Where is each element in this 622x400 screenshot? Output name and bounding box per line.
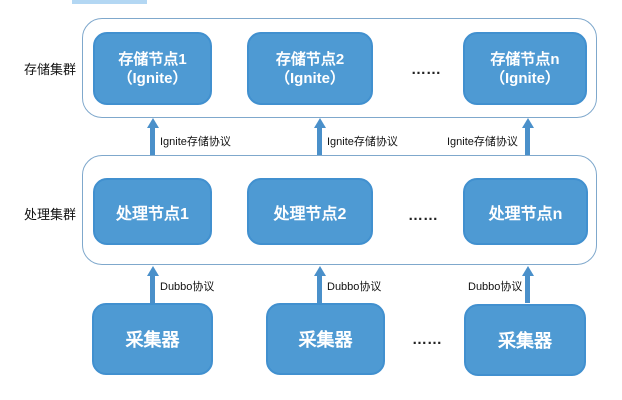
storage-cluster-label: 存储集群	[23, 62, 76, 77]
storage-row-ellipsis: ……	[411, 61, 441, 78]
storage-node-n-line2: （Ignite）	[490, 69, 560, 87]
arrow-shaft	[525, 276, 530, 303]
arrow-shaft	[317, 276, 322, 303]
storage-node-1: 存储节点1 （Ignite）	[93, 32, 212, 105]
storage-node-2-line2: （Ignite）	[275, 69, 345, 87]
arrow-up-ignite-2	[313, 118, 326, 155]
arrow-up-ignite-1	[146, 118, 159, 155]
storage-node-n: 存储节点n （Ignite）	[463, 32, 587, 105]
arrowhead-icon	[521, 266, 534, 276]
collector-n: 采集器	[464, 304, 586, 376]
arrow-shaft	[150, 128, 155, 155]
arrow-shaft	[525, 128, 530, 155]
ignite-protocol-label-1: Ignite存储协议	[160, 136, 231, 148]
storage-node-2: 存储节点2 （Ignite）	[247, 32, 373, 105]
processing-row-ellipsis: ……	[408, 207, 438, 224]
ignite-protocol-label-2: Ignite存储协议	[327, 136, 398, 148]
arrow-shaft	[317, 128, 322, 155]
dubbo-protocol-label-1: Dubbo协议	[160, 281, 215, 293]
ignite-protocol-label-3: Ignite存储协议	[447, 136, 518, 148]
highlight-strip	[72, 0, 147, 4]
processing-node-n: 处理节点n	[463, 178, 588, 245]
collector-row-ellipsis: ……	[412, 331, 442, 348]
storage-node-2-line1: 存储节点2	[275, 50, 345, 68]
arrowhead-icon	[146, 118, 159, 128]
processing-node-2: 处理节点2	[247, 178, 373, 245]
collector-2: 采集器	[266, 303, 385, 375]
storage-node-n-line1: 存储节点n	[490, 50, 560, 68]
arrowhead-icon	[146, 266, 159, 276]
arrowhead-icon	[313, 118, 326, 128]
arrow-shaft	[150, 276, 155, 303]
dubbo-protocol-label-3: Dubbo协议	[468, 281, 523, 293]
arrow-up-dubbo-2	[313, 266, 326, 303]
dubbo-protocol-label-2: Dubbo协议	[327, 281, 382, 293]
arrow-up-dubbo-3	[521, 266, 534, 303]
arrowhead-icon	[521, 118, 534, 128]
storage-node-1-line1: 存储节点1	[118, 50, 187, 68]
arrow-up-dubbo-1	[146, 266, 159, 303]
arrow-up-ignite-3	[521, 118, 534, 155]
arrowhead-icon	[313, 266, 326, 276]
storage-node-1-line2: （Ignite）	[117, 69, 188, 87]
processing-node-1: 处理节点1	[93, 178, 212, 245]
processing-cluster-label: 处理集群	[23, 207, 76, 222]
collector-1: 采集器	[92, 303, 213, 375]
